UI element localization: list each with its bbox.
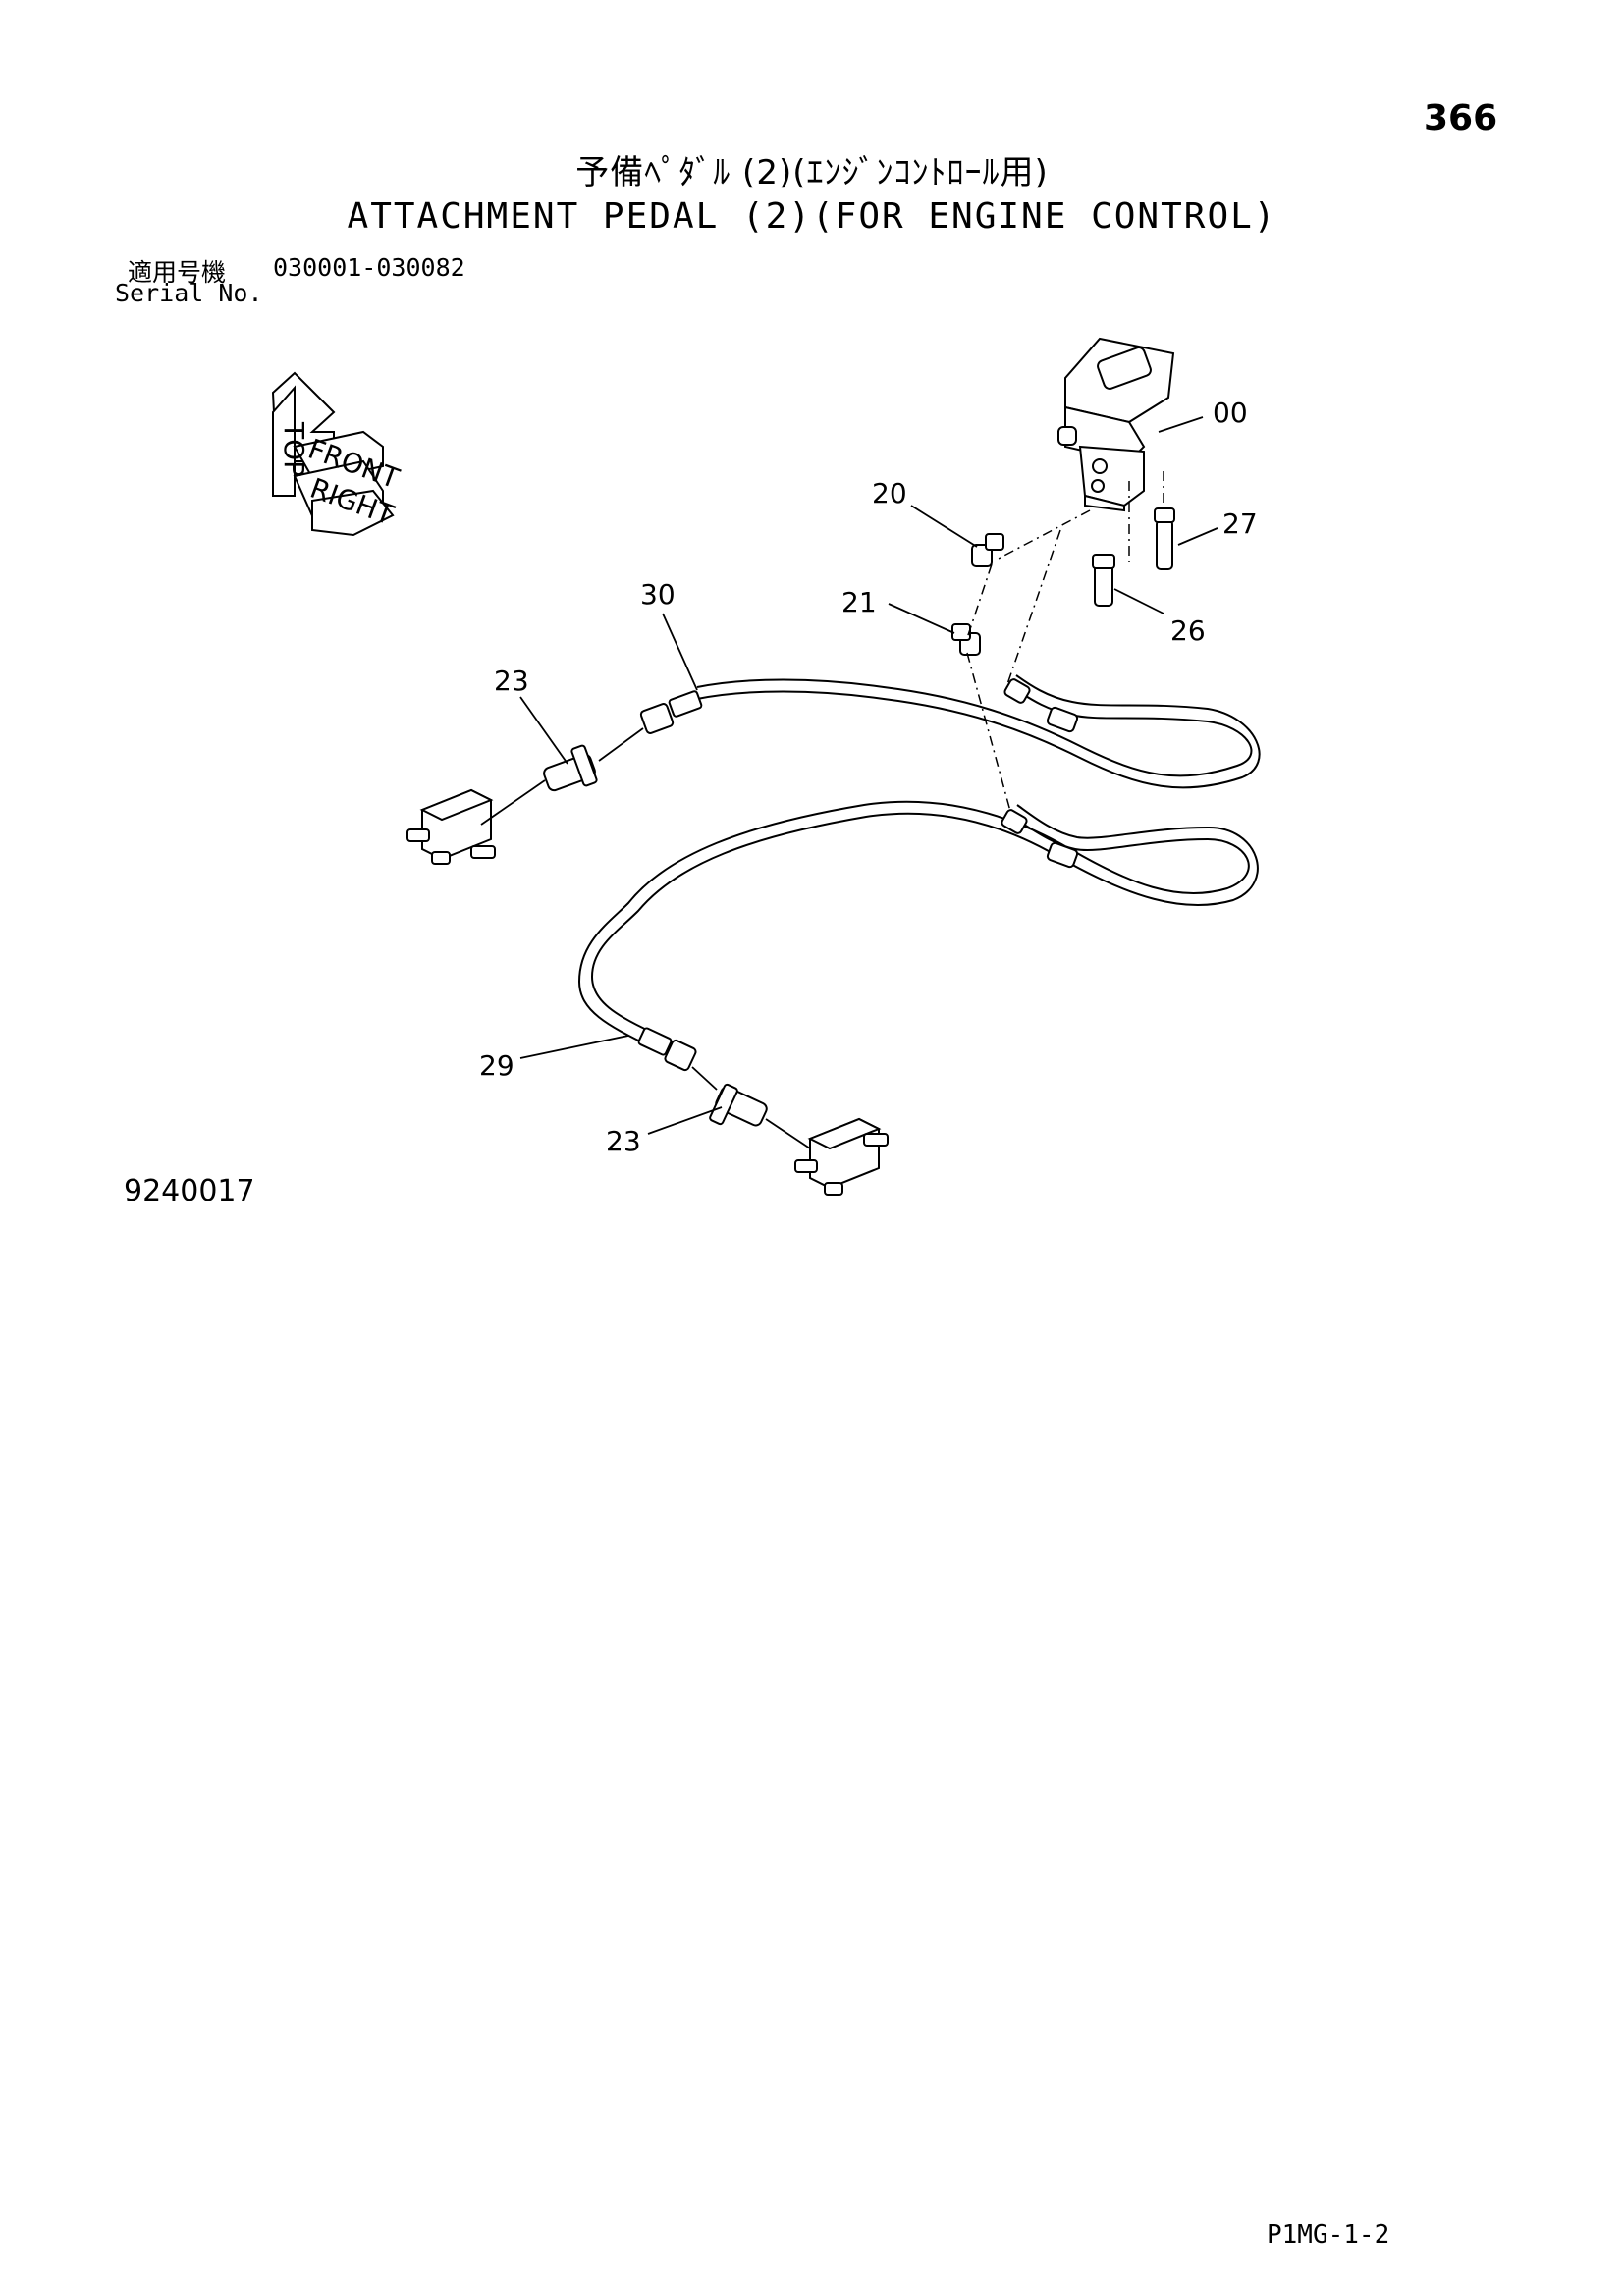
drawing-number: 9240017 (124, 1174, 255, 1208)
callout-30: 30 (640, 578, 676, 611)
callout-27: 27 (1222, 507, 1258, 540)
serial-range: 030001-030082 (273, 253, 465, 282)
tee-fitting-upper-23 (543, 744, 598, 792)
callout-29: 29 (479, 1049, 514, 1082)
page-code: P1MG-1-2 (1267, 2220, 1390, 2250)
hose-29 (577, 800, 1259, 1072)
serial-label-japanese: 適用号機 (128, 258, 227, 287)
hose-30 (639, 674, 1261, 789)
valve-block-upper (406, 788, 496, 865)
pedal-valve (1057, 337, 1175, 512)
elbow-21 (951, 623, 981, 656)
callout-21: 21 (841, 586, 877, 618)
tee-fitting-lower-23 (709, 1083, 768, 1127)
elbow-20 (971, 533, 1004, 567)
page-title: ATTACHMENT PEDAL (2)(FOR ENGINE CONTROL) (347, 196, 1277, 237)
serial-label: Serial No. (115, 279, 263, 307)
callout-00: 00 (1213, 397, 1248, 429)
callout-20: 20 (872, 477, 907, 509)
orientation-compass: TOP FRONT RIGHT (271, 371, 405, 537)
callout-23-lower: 23 (606, 1125, 641, 1157)
callout-26: 26 (1170, 614, 1206, 647)
page-title-japanese: 予備ﾍﾟﾀﾞﾙ (2)(ｴﾝｼﾞﾝｺﾝﾄﾛｰﾙ用) (575, 153, 1049, 192)
page-number: 366 (1424, 98, 1498, 138)
callout-23-upper: 23 (494, 665, 529, 697)
compass-top-label: TOP (278, 421, 310, 477)
fitting-27 (1154, 507, 1175, 570)
fitting-26 (1092, 554, 1115, 607)
valve-block-lower (794, 1117, 889, 1196)
